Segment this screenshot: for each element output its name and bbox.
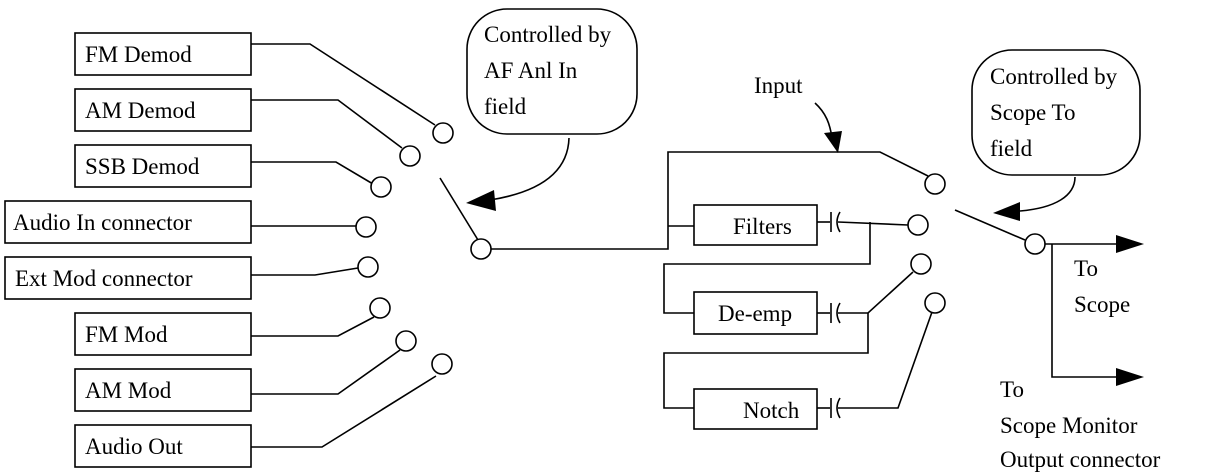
contact-fm-mod bbox=[369, 297, 391, 319]
callout-scope-to-line3: field bbox=[990, 136, 1033, 161]
ssb-demod-label: SSB Demod bbox=[85, 154, 200, 179]
contact-filters bbox=[907, 214, 929, 236]
left-switch-arm bbox=[439, 177, 479, 241]
callout-scope-to-line1: Controlled by bbox=[990, 64, 1118, 89]
left-source-wires bbox=[251, 43, 437, 448]
input-label: Input bbox=[754, 73, 803, 98]
ssb-demod-wire bbox=[251, 161, 374, 185]
callout-af-anl-bubble bbox=[466, 8, 638, 135]
to-monitor-line bbox=[1051, 244, 1118, 378]
notch-label: Notch bbox=[743, 398, 800, 423]
notch-box bbox=[693, 388, 818, 430]
fm-demod-box bbox=[74, 32, 252, 76]
contact-fm-demod bbox=[432, 122, 454, 144]
left-switch-pivot bbox=[470, 238, 492, 260]
contact-ext-mod bbox=[357, 256, 379, 278]
contact-audio-out bbox=[431, 353, 453, 375]
am-demod-label: AM Demod bbox=[85, 98, 196, 123]
cascade-filters-to-deemp bbox=[663, 222, 871, 314]
callout-scope-to: Controlled by Scope To field bbox=[971, 49, 1141, 221]
callout-af-anl-line3: field bbox=[484, 94, 527, 119]
to-monitor-arrowhead bbox=[1116, 368, 1144, 386]
right-switch-contacts bbox=[907, 173, 946, 314]
callout-scope-to-line2: Scope To bbox=[990, 100, 1076, 125]
callout-scope-to-arrowhead bbox=[993, 202, 1020, 221]
callout-af-anl-arrow-line bbox=[489, 137, 570, 201]
to-scope-label-line1: To bbox=[1074, 256, 1098, 281]
cap-filters-plate-b bbox=[836, 211, 841, 233]
am-mod-wire bbox=[251, 349, 401, 395]
de-emp-label: De-emp bbox=[718, 301, 792, 326]
callout-af-anl-in: Controlled by AF Anl In field bbox=[466, 8, 638, 211]
contact-de-emp bbox=[910, 253, 932, 275]
main-signal-bus bbox=[491, 151, 929, 250]
fm-demod-label: FM Demod bbox=[85, 42, 192, 67]
cap-filters-lead-out bbox=[837, 221, 909, 226]
filters-box bbox=[693, 204, 818, 246]
cap-deemp-lead-out bbox=[838, 271, 914, 314]
to-monitor-label-line3: Output connector bbox=[1000, 447, 1161, 472]
audio-out-label: Audio Out bbox=[85, 434, 183, 459]
audio-out-box bbox=[74, 424, 252, 468]
contact-notch bbox=[924, 292, 946, 314]
cap-notch-plate-b bbox=[836, 397, 841, 419]
output-wiring bbox=[1045, 235, 1144, 386]
to-scope-arrowhead bbox=[1116, 235, 1144, 253]
contact-input bbox=[924, 173, 946, 195]
ext-mod-connector-box bbox=[4, 256, 252, 300]
to-scope-label-line2: Scope bbox=[1074, 292, 1130, 317]
coupling-capacitors bbox=[817, 211, 933, 419]
fm-mod-wire bbox=[251, 316, 375, 337]
fm-mod-label: FM Mod bbox=[85, 322, 168, 347]
cascade-deemp-to-notch bbox=[663, 313, 869, 409]
contact-audio-in bbox=[355, 216, 377, 238]
right-switch-pivot bbox=[1024, 233, 1046, 255]
audio-in-connector-label: Audio In connector bbox=[13, 210, 192, 235]
cap-notch-lead-out bbox=[838, 311, 933, 409]
am-mod-label: AM Mod bbox=[85, 378, 172, 403]
cap-deemp-plate-b bbox=[836, 302, 841, 324]
callout-af-anl-arrowhead bbox=[466, 190, 496, 211]
ext-mod-wire bbox=[251, 267, 359, 276]
am-demod-box bbox=[74, 88, 252, 132]
to-monitor-label-line1: To bbox=[1000, 377, 1024, 402]
fm-mod-box bbox=[74, 312, 252, 356]
input-arrowhead bbox=[824, 131, 842, 153]
filters-label: Filters bbox=[733, 214, 792, 239]
filter-blocks: Filters De-emp Notch bbox=[693, 204, 818, 430]
am-demod-wire bbox=[251, 99, 403, 149]
callout-scope-to-arrow-line bbox=[1019, 176, 1076, 212]
left-switch-contacts bbox=[355, 122, 454, 375]
left-source-boxes: FM Demod AM Demod SSB Demod Audio In con… bbox=[4, 32, 252, 468]
am-mod-box bbox=[74, 368, 252, 412]
audio-in-connector-box bbox=[4, 200, 252, 244]
callout-scope-to-bubble bbox=[971, 49, 1141, 176]
ssb-demod-box bbox=[74, 144, 252, 188]
contact-am-demod bbox=[399, 145, 421, 167]
contact-ssb-demod bbox=[370, 176, 392, 198]
ext-mod-connector-label: Ext Mod connector bbox=[15, 266, 193, 291]
right-switch-arm bbox=[954, 209, 1026, 241]
audio-out-wire bbox=[251, 375, 437, 448]
fm-demod-wire bbox=[251, 43, 436, 126]
input-indicator: Input bbox=[754, 73, 842, 153]
callout-af-anl-line1: Controlled by bbox=[484, 22, 612, 47]
to-monitor-label-line2: Scope Monitor bbox=[1000, 413, 1138, 438]
contact-am-mod bbox=[395, 330, 417, 352]
callout-af-anl-line2: AF Anl In bbox=[484, 58, 578, 83]
